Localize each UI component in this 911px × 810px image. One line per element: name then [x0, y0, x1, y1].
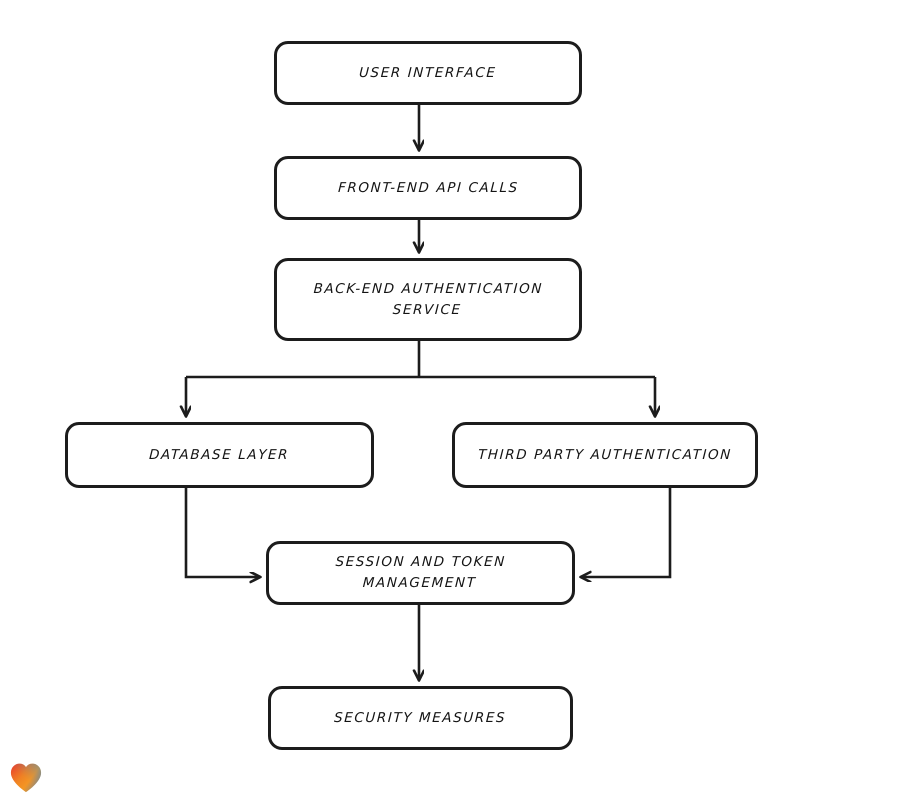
heart-icon: [10, 763, 42, 793]
node-backend-authentication-service-label: BACK-END AUTHENTICATION SERVICE: [313, 280, 544, 318]
edge-third-party-to-session: [581, 488, 672, 577]
edge-backend-split-bus: [186, 341, 655, 379]
node-security-measures-label: SECURITY MEASURES: [334, 709, 507, 726]
node-frontend-api-calls[interactable]: FRONT-END API CALLS: [274, 156, 582, 220]
node-frontend-api-calls-label: FRONT-END API CALLS: [337, 179, 519, 196]
node-session-and-token-management-label: SESSION AND TOKEN MANAGEMENT: [335, 554, 507, 591]
node-third-party-authentication-label: THIRD PARTY AUTHENTICATION: [477, 446, 733, 463]
node-third-party-authentication[interactable]: THIRD PARTY AUTHENTICATION: [452, 422, 758, 488]
node-database-layer-label: DATABASE LAYER: [149, 446, 290, 463]
node-session-and-token-management[interactable]: SESSION AND TOKEN MANAGEMENT: [266, 541, 575, 605]
edge-database-to-session: [184, 488, 260, 577]
node-backend-authentication-service[interactable]: BACK-END AUTHENTICATION SERVICE: [274, 258, 582, 341]
node-user-interface-label: USER INTERFACE: [358, 64, 498, 81]
node-database-layer[interactable]: DATABASE LAYER: [65, 422, 374, 488]
node-user-interface[interactable]: USER INTERFACE: [274, 41, 582, 105]
node-security-measures[interactable]: SECURITY MEASURES: [268, 686, 573, 750]
